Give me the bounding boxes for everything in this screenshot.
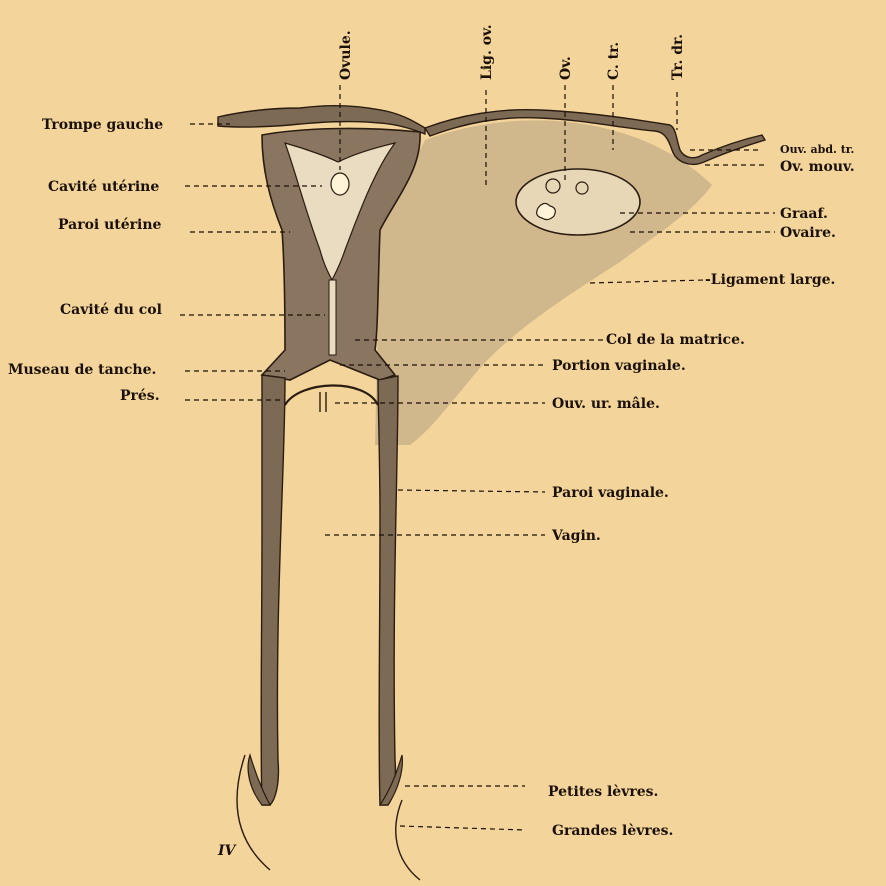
label-lig-ov: Lig. ov. <box>479 24 495 80</box>
label-grandes-levres: Grandes lèvres. <box>552 823 673 839</box>
label-portion-vaginale: Portion vaginale. <box>552 358 686 374</box>
vaginal-wall-left <box>261 375 285 805</box>
cervix-arch <box>285 385 378 405</box>
label-cavite-uterine: Cavité utérine <box>48 179 159 195</box>
label-ov: Ov. <box>558 56 574 80</box>
cervical-canal <box>329 280 336 355</box>
label-vagin: Vagin. <box>551 528 601 544</box>
label-trompe-gauche: Trompe gauche <box>42 117 163 133</box>
label-c-tr: C. tr. <box>606 42 622 80</box>
label-col-de-la-matrice: Col de la matrice. <box>606 332 745 348</box>
label-ovaire: Ovaire. <box>780 225 836 241</box>
label-museau-de-tanche: Museau de tanche. <box>8 362 156 378</box>
label-cavite-du-col: Cavité du col <box>60 302 162 318</box>
label-paroi-vaginale: Paroi vaginale. <box>552 485 669 501</box>
ovary <box>516 169 640 235</box>
vaginal-wall-right <box>378 376 398 805</box>
prepuce <box>320 392 326 412</box>
label-pres: Prés. <box>120 388 160 404</box>
label-graaf: Graaf. <box>780 206 828 222</box>
label-petites-levres: Petites lèvres. <box>548 784 658 800</box>
broad-ligament <box>375 120 712 445</box>
label-ligament-large: -Ligament large. <box>705 272 835 288</box>
label-ouv-ur-male: Ouv. ur. mâle. <box>552 396 660 412</box>
grandes-levres-right <box>396 800 420 880</box>
label-ov-mouv: Ov. mouv. <box>780 159 855 175</box>
ovule-in-cavity <box>331 173 349 195</box>
label-tr-dr: Tr. dr. <box>670 34 686 80</box>
label-ovule: Ovule. <box>338 30 354 80</box>
label-ouv-abd-tr: Ouv. abd. tr. <box>780 143 854 156</box>
engraver-signature: IV <box>217 843 238 859</box>
label-paroi-uterine: Paroi utérine <box>58 217 162 233</box>
